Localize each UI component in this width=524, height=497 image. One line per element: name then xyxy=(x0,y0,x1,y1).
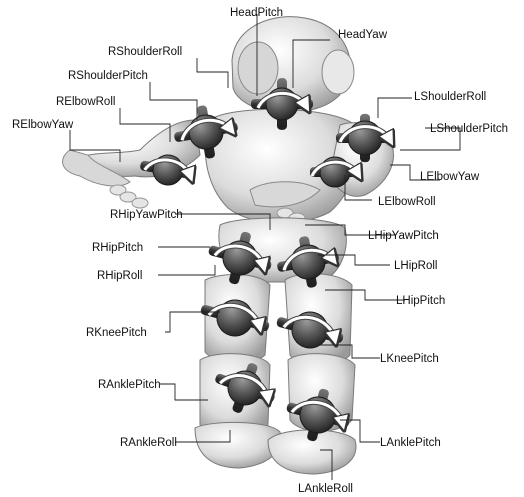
label-l-ankle-pitch: LAnklePitch xyxy=(380,437,441,449)
label-r-shoulder-roll: RShoulderRoll xyxy=(108,46,182,58)
label-r-shoulder-pitch: RShoulderPitch xyxy=(68,70,148,82)
label-r-ankle-pitch: RAnklePitch xyxy=(98,379,161,391)
robot-right-fingers xyxy=(110,185,148,208)
label-head-pitch: HeadPitch xyxy=(230,7,283,19)
label-r-elbow-yaw: RElbowYaw xyxy=(12,119,74,131)
label-r-knee-pitch: RKneePitch xyxy=(86,327,147,339)
label-r-ankle-roll: RAnkleRoll xyxy=(120,437,177,449)
robot-face xyxy=(238,42,278,94)
label-l-elbow-roll: LElbowRoll xyxy=(378,196,436,208)
label-l-elbow-yaw: LElbowYaw xyxy=(420,171,480,183)
label-l-hip-pitch: LHipPitch xyxy=(396,295,445,307)
label-l-knee-pitch: LKneePitch xyxy=(380,353,439,365)
label-head-yaw: HeadYaw xyxy=(338,29,388,41)
label-l-shoulder-roll: LShoulderRoll xyxy=(414,91,486,103)
label-l-shoulder-pitch: LShoulderPitch xyxy=(430,123,508,135)
label-l-hip-roll: LHipRoll xyxy=(394,260,437,272)
label-r-hip-yaw-pitch: RHipYawPitch xyxy=(110,209,183,221)
label-r-hip-roll: RHipRoll xyxy=(97,270,142,282)
label-l-hip-yaw-pitch: LHipYawPitch xyxy=(368,230,439,242)
label-l-ankle-roll: LAnkleRoll xyxy=(298,483,353,495)
label-r-elbow-roll: RElbowRoll xyxy=(56,96,115,108)
label-r-hip-pitch: RHipPitch xyxy=(92,242,143,254)
robot-ear xyxy=(322,50,354,94)
